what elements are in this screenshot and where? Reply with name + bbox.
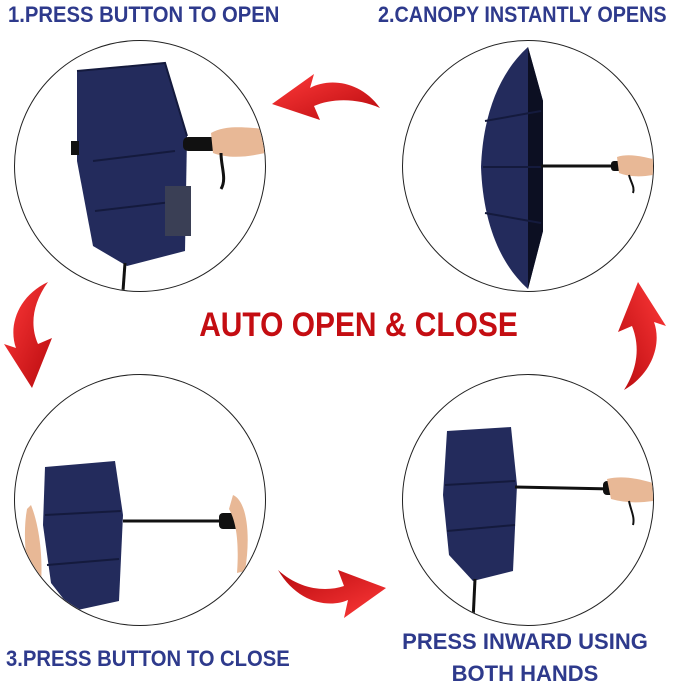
press-inward-illustration [443,427,653,622]
step-4-caption: PRESS INWARD USING BOTH HANDS [402,629,648,686]
step-4-photo [402,374,654,626]
step-3-photo [14,374,266,626]
step-2-caption: 2.CANOPY INSTANTLY OPENS [378,2,667,27]
step-3-caption: 3.PRESS BUTTON TO CLOSE [6,646,290,671]
closing-umbrella-illustration [24,461,248,625]
folded-umbrella-illustration [71,61,265,291]
headline-title: AUTO OPEN & CLOSE [199,306,518,344]
step-1-photo [14,40,266,292]
step-1-caption: 1.PRESS BUTTON TO OPEN [8,2,280,27]
step-2-photo [402,40,654,292]
open-umbrella-illustration [481,47,653,289]
arrow-left-top-icon [272,72,382,132]
arrow-right-bottom-icon [276,560,386,620]
arrow-down-left-icon [2,282,54,390]
arrow-up-right-icon [614,282,666,390]
